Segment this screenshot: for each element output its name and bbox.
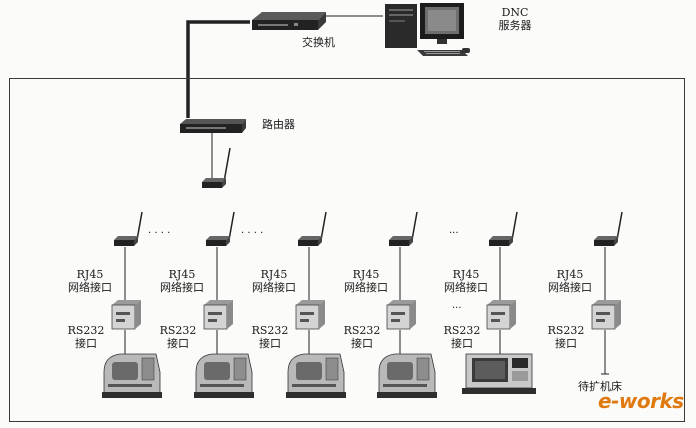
switch-label: 交换机 (302, 36, 335, 49)
rj45-label-1-line1: RJ45 (76, 268, 104, 281)
wireless-adapter-4-icon (389, 211, 418, 246)
ellipsis-2: · · · · (241, 228, 264, 239)
rs232-label-5-line1: RS232 (443, 324, 481, 337)
rj45-label-3: RJ45 网络接口 (248, 268, 300, 294)
rj45-label-6-line1: RJ45 (556, 268, 584, 281)
serial-converter-3-icon (295, 300, 325, 330)
rs232-label-4: RS232 接口 (340, 324, 384, 350)
rj45-label-3-line1: RJ45 (260, 268, 288, 281)
serial-converter-1-icon (111, 300, 141, 330)
rj45-label-4-line1: RJ45 (352, 268, 380, 281)
ellipsis-3: ··· (449, 228, 459, 239)
wireless-adapter-6-icon (594, 211, 623, 246)
cnc-lathe-4-icon (377, 353, 437, 398)
rs232-label-2-line1: RS232 (159, 324, 197, 337)
pending-machine-label: 待扩机床 (578, 380, 622, 393)
switch-to-router-cable (186, 20, 250, 118)
rj45-label-6-line2: 网络接口 (548, 281, 592, 294)
wireless-adapter-5-icon (489, 211, 518, 246)
rs232-label-6: RS232 接口 (544, 324, 588, 350)
wireless-adapter-2-icon (206, 211, 235, 246)
rs232-label-4-line2: 接口 (351, 337, 373, 350)
rj45-label-5-line1: RJ45 (452, 268, 480, 281)
e-works-watermark-text: e-works (598, 389, 684, 413)
serial-converter-5-icon (486, 300, 516, 330)
cnc-lathe-3-icon (286, 353, 346, 398)
rj45-label-3-line2: 网络接口 (252, 281, 296, 294)
ellipsis-1: · · · · (148, 228, 171, 239)
e-works-watermark: e-works (598, 389, 684, 413)
rj45-label-6: RJ45 网络接口 (544, 268, 596, 294)
rs232-label-3: RS232 接口 (248, 324, 292, 350)
serial-converter-6-icon (591, 300, 621, 330)
rs232-label-6-line2: 接口 (555, 337, 577, 350)
access-point-icon (202, 147, 231, 188)
workshop-network-frame (9, 78, 685, 422)
rs232-label-1-line2: 接口 (75, 337, 97, 350)
rj45-label-1: RJ45 网络接口 (64, 268, 116, 294)
cnc-lathe-2-icon (194, 353, 254, 398)
cnc-lathe-1-icon (102, 353, 162, 398)
rs232-label-1: RS232 接口 (64, 324, 108, 350)
rs232-label-1-line1: RS232 (67, 324, 105, 337)
dnc-server-icon (385, 3, 470, 56)
rj45-label-5: RJ45 网络接口 (440, 268, 492, 294)
router-label: 路由器 (262, 118, 295, 131)
rj45-label-1-line2: 网络接口 (68, 281, 112, 294)
rs232-label-6-line1: RS232 (547, 324, 585, 337)
rj45-label-4: RJ45 网络接口 (340, 268, 392, 294)
rs232-label-4-line1: RS232 (343, 324, 381, 337)
serial-converter-4-icon (386, 300, 416, 330)
network-links (124, 15, 606, 374)
rj45-label-4-line2: 网络接口 (344, 281, 388, 294)
rs232-label-5: RS232 接口 (440, 324, 484, 350)
rj45-label-2: RJ45 网络接口 (156, 268, 208, 294)
rj45-label-2-line2: 网络接口 (160, 281, 204, 294)
rs232-label-3-line2: 接口 (259, 337, 281, 350)
cnc-turning-center-icon (462, 353, 536, 394)
serial-converter-2-icon (203, 300, 233, 330)
wireless-adapter-1-icon (114, 211, 143, 246)
rs232-label-3-line1: RS232 (251, 324, 289, 337)
rs232-label-2: RS232 接口 (156, 324, 200, 350)
dnc-server-label-line2: 服务器 (498, 19, 532, 32)
ellipsis-4: ··· (452, 303, 462, 314)
network-switch-icon (252, 12, 326, 30)
rj45-label-5-line2: 网络接口 (444, 281, 488, 294)
rj45-label-2-line1: RJ45 (168, 268, 196, 281)
dnc-server-label: DNC 服务器 (493, 6, 537, 32)
dnc-server-label-line1: DNC (501, 6, 529, 19)
rs232-label-2-line2: 接口 (167, 337, 189, 350)
router-icon (180, 119, 246, 133)
rs232-label-5-line2: 接口 (451, 337, 473, 350)
wireless-adapter-3-icon (298, 211, 327, 246)
